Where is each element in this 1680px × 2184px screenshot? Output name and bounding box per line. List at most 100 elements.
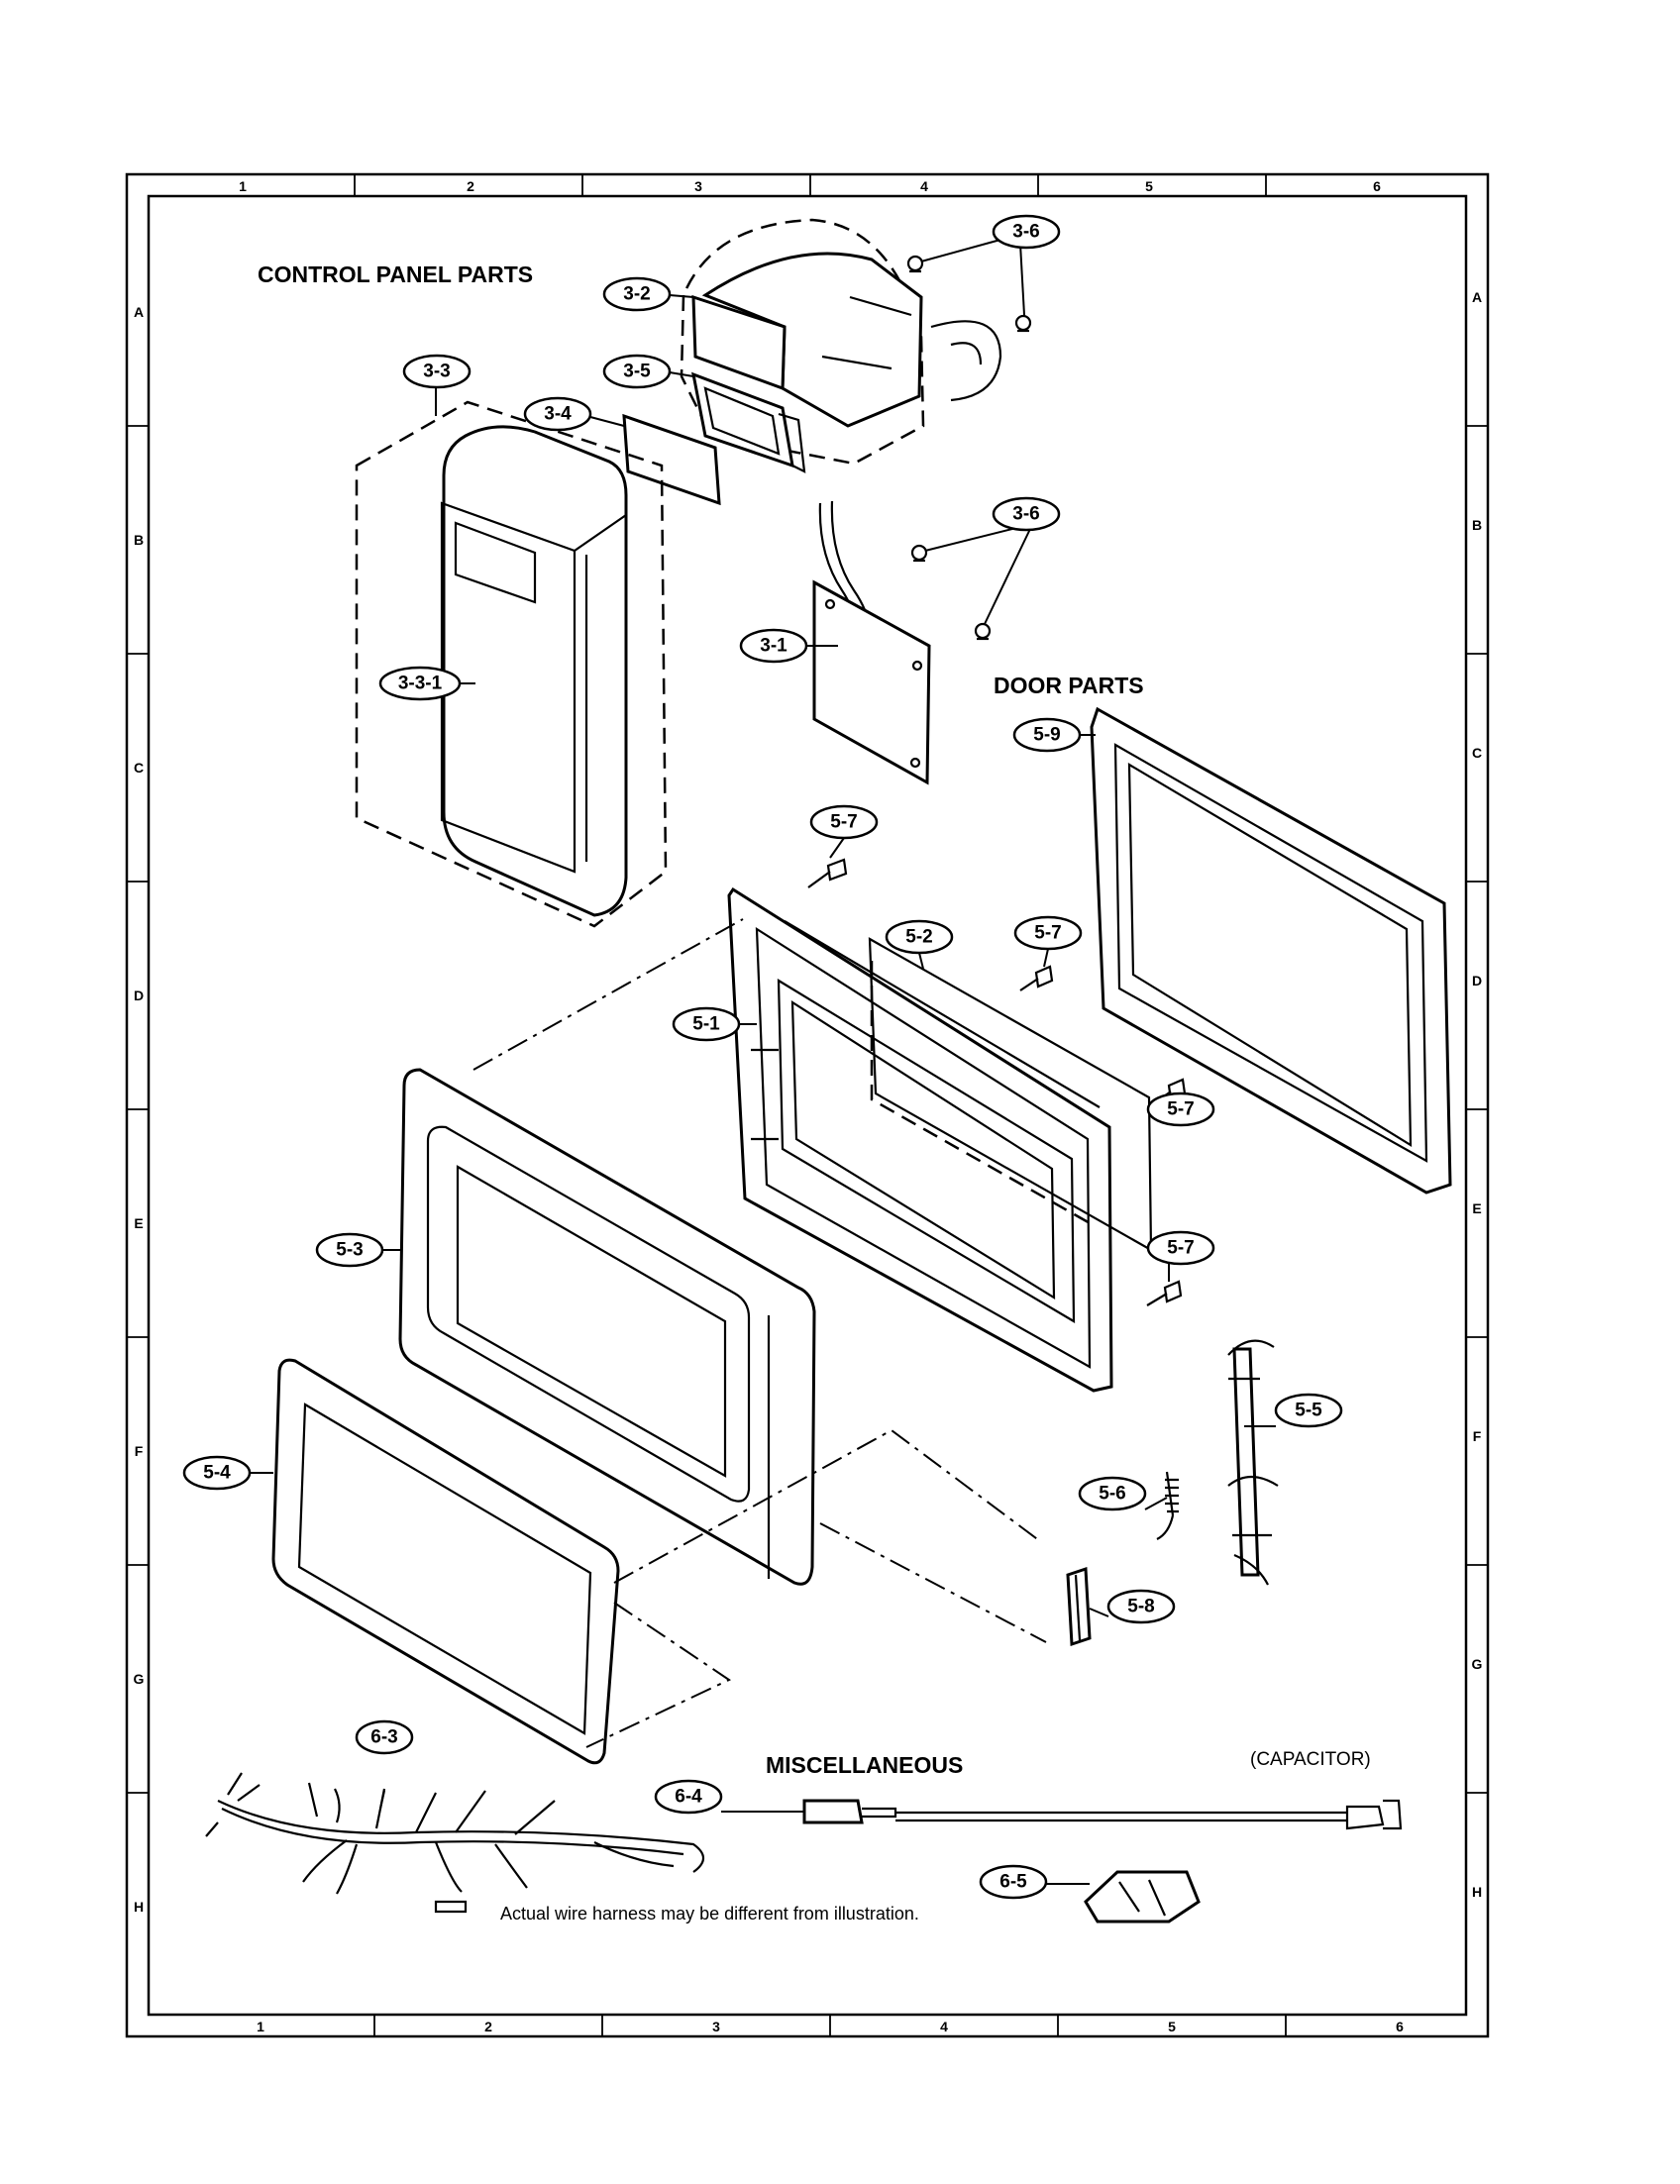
callout-3-3: 3-3 [402,354,472,389]
callout-3-1: 3-1 [739,628,808,664]
row-right-D: D [1472,973,1482,988]
row-right-B: B [1472,517,1482,533]
col-top-5: 5 [1145,178,1153,194]
svg-text:5-6: 5-6 [1099,1484,1125,1505]
door-screen-5-4 [271,1358,620,1765]
zone-labels: 1 2 3 4 5 6 1 2 3 4 5 6 A B C D E F G H … [134,178,1483,2034]
connector-6-5 [1084,1870,1201,1924]
seal-frame-5-9 [1090,706,1452,1195]
col-top-4: 4 [920,178,928,194]
row-right-H: H [1472,1884,1482,1900]
outer-frame [125,172,1490,2038]
svg-text:3-3-1: 3-3-1 [398,674,443,694]
row-left-D: D [134,988,144,1003]
latch-5-5 [1227,1339,1279,1586]
svg-text:3-5: 3-5 [623,362,651,382]
svg-text:5-5: 5-5 [1295,1401,1322,1421]
callout-5-2: 5-2 [885,919,954,955]
svg-text:5-9: 5-9 [1033,725,1060,746]
row-left-E: E [134,1215,143,1231]
row-right-E: E [1472,1200,1481,1216]
callout-3-6a: 3-6 [992,214,1061,250]
callout-5-9: 5-9 [1012,717,1082,753]
door-heading: DOOR PARTS [994,673,1144,698]
row-left-A: A [134,304,144,320]
svg-text:5-7: 5-7 [830,812,857,833]
door-frame-5-1 [727,886,1113,1393]
spring-5-6 [1156,1471,1179,1540]
block-5-8 [1066,1566,1092,1647]
row-right-A: A [1472,289,1482,305]
callout-3-3-1: 3-3-1 [378,666,462,701]
inner-frame [147,194,1468,2017]
svg-text:5-4: 5-4 [203,1463,231,1484]
row-left-H: H [134,1899,144,1915]
col-bottom-6: 6 [1396,2019,1404,2034]
row-left-G: G [134,1671,145,1687]
col-bottom-4: 4 [940,2019,948,2034]
callout-5-4: 5-4 [182,1455,252,1491]
callout-5-8: 5-8 [1106,1589,1176,1624]
row-left-B: B [134,532,144,548]
svg-text:5-7: 5-7 [1034,923,1061,944]
pcb-3-1 [812,579,931,785]
door-panel-5-3 [398,1068,816,1586]
row-left-C: C [134,760,144,776]
svg-text:3-2: 3-2 [623,284,650,305]
bracket-3-5 [691,371,806,473]
row-right-G: G [1472,1656,1483,1672]
callout-3-6b: 3-6 [992,496,1061,532]
callout-3-4: 3-4 [523,396,592,432]
callout-5-6: 5-6 [1078,1476,1147,1511]
wire-harness-6-3 [205,1772,705,1914]
row-right-F: F [1473,1428,1482,1444]
svg-text:6-4: 6-4 [675,1787,702,1808]
callout-5-7a: 5-7 [809,804,879,840]
callout-5-3: 5-3 [315,1232,384,1268]
misc-heading: MISCELLANEOUS [766,1752,963,1778]
svg-text:5-7: 5-7 [1167,1099,1194,1120]
callout-5-7b: 5-7 [1013,915,1083,951]
svg-text:5-7: 5-7 [1167,1238,1194,1259]
svg-text:3-1: 3-1 [760,636,788,657]
svg-text:5-8: 5-8 [1127,1597,1154,1617]
row-right-C: C [1472,745,1482,761]
col-top-3: 3 [694,178,702,194]
callout-3-5: 3-5 [602,354,672,389]
zone-ticks [127,174,1488,2036]
callout-5-1: 5-1 [672,1006,741,1042]
control-panel-heading: CONTROL PANEL PARTS [258,261,533,287]
capacitor-note: (CAPACITOR) [1250,1749,1371,1770]
col-bottom-5: 5 [1168,2019,1176,2034]
callout-3-2: 3-2 [602,276,672,312]
svg-text:3-6: 3-6 [1012,222,1039,243]
assembly-lines [472,918,1047,1748]
col-bottom-3: 3 [712,2019,720,2034]
assembly-outline-3-3 [355,400,668,928]
svg-text:3-3: 3-3 [423,362,450,382]
fuse-assembly-6-4 [802,1799,1403,1830]
callout-6-4: 6-4 [654,1779,723,1815]
svg-text:6-5: 6-5 [999,1872,1027,1893]
callout-6-3: 6-3 [355,1719,414,1755]
col-bottom-2: 2 [484,2019,492,2034]
svg-text:5-1: 5-1 [692,1014,720,1035]
col-bottom-1: 1 [257,2019,264,2034]
svg-text:5-2: 5-2 [905,927,932,948]
svg-text:3-6: 3-6 [1012,504,1039,525]
screws-3-6 [906,255,1032,641]
window-plate-3-4 [622,413,721,506]
svg-text:5-3: 5-3 [336,1240,363,1261]
callout-5-7d: 5-7 [1146,1230,1215,1266]
callout-5-5: 5-5 [1274,1393,1343,1428]
col-top-2: 2 [467,178,474,194]
control-panel-3-3-1 [440,425,628,917]
col-top-6: 6 [1373,178,1381,194]
callout-5-7c: 5-7 [1146,1092,1215,1127]
svg-text:6-3: 6-3 [370,1727,397,1748]
row-left-F: F [135,1443,144,1459]
col-top-1: 1 [239,178,247,194]
display-board-3-2 [691,252,1002,428]
